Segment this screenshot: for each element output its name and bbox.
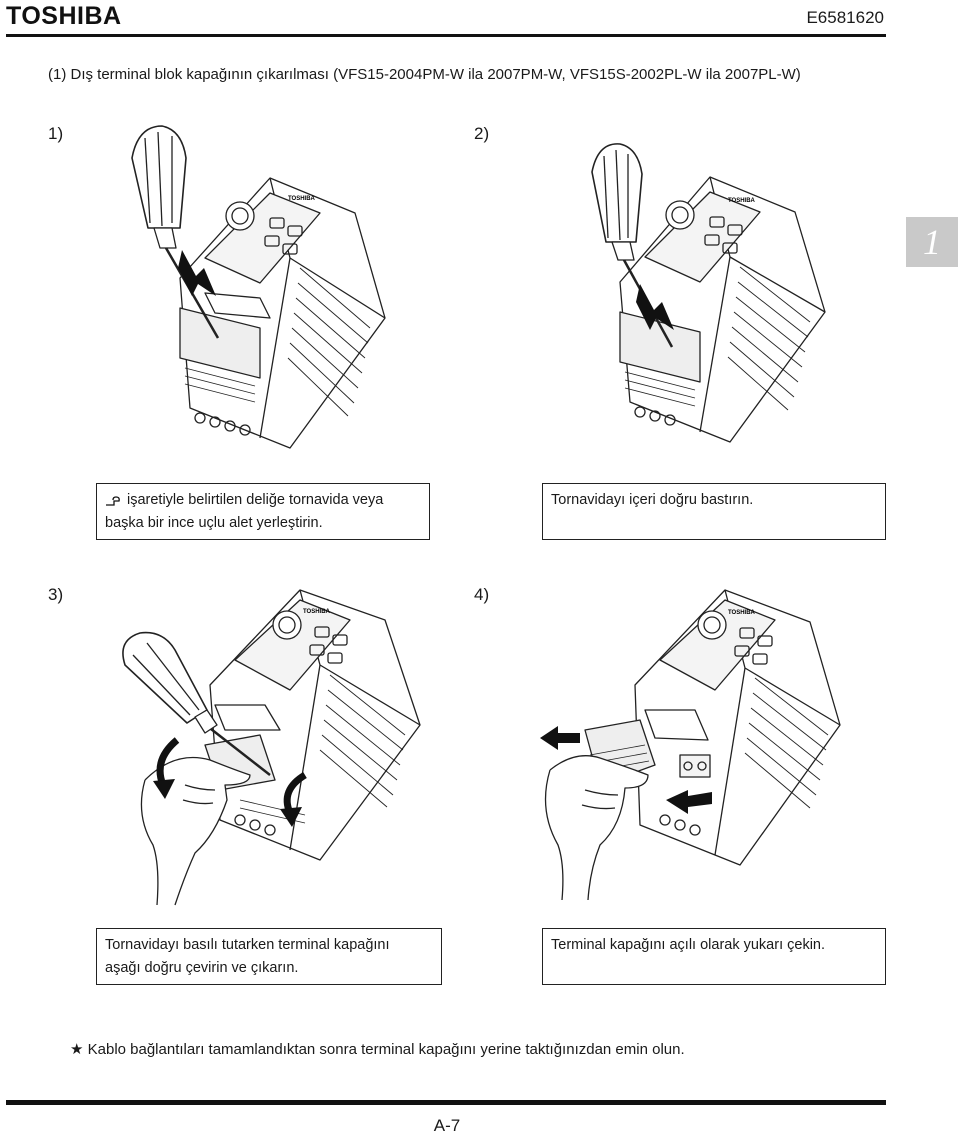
header-rule [6,34,886,37]
step-2-caption-line-1: Tornavidayı içeri doğru bastırın. [551,492,754,508]
device-brand-label: TOSHIBA [728,198,756,204]
completion-note-text: Kablo bağlantıları tamamlandıktan sonra … [87,1041,685,1058]
chapter-tab: 1 [906,217,958,267]
step-2-illustration: TOSHIBA [591,143,826,443]
rotate-arrow-icon [280,807,302,827]
arrow-left-icon [540,726,580,750]
document-id: E6581620 [806,8,884,27]
step-2-number: 2) [474,124,490,143]
step-3-illustration: TOSHIBA [122,589,421,906]
step-1-caption-line-1: işaretiyle belirtilen deliğe tornavida v… [105,489,421,512]
arrow-down-icon [178,250,216,296]
step-3-number: 3) [48,585,64,604]
device-brand-label: TOSHIBA [303,609,331,615]
step-4-caption-line-1: Terminal kapağını açılı olarak yukarı çe… [551,937,826,953]
step-4-caption: Terminal kapağını açılı olarak yukarı çe… [542,928,886,985]
step-3-caption-line-1: Tornavidayı basılı tutarken terminal kap… [105,937,390,953]
toshiba-logo: TOSHIBA [6,2,122,30]
step-1-caption: işaretiyle belirtilen deliğe tornavida v… [96,483,430,540]
footer-rule [6,1100,886,1105]
device-brand-label: TOSHIBA [728,610,756,616]
key-hole-icon [106,496,120,506]
chapter-tab-number: 1 [923,222,941,262]
page-number: A-7 [433,1116,461,1135]
arrow-down-icon [636,284,674,330]
section-title: (1) Dış terminal blok kapağının çıkarılm… [48,66,801,83]
step-2-caption: Tornavidayı içeri doğru bastırın. [542,483,886,540]
step-3-caption-line-2: aşağı doğru çevirin ve çıkarın. [105,960,299,976]
star-icon: ★ [70,1041,84,1058]
step-1-illustration: TOSHIBA [131,125,386,449]
step-1-caption-text-1: işaretiyle belirtilen deliğe tornavida v… [127,492,384,508]
device-brand-label: TOSHIBA [288,196,316,202]
step-4-number: 4) [474,585,490,604]
step-1-number: 1) [48,124,64,143]
step-4-illustration: TOSHIBA [540,589,841,901]
completion-note: ★ Kablo bağlantıları tamamlandıktan sonr… [70,1040,685,1058]
rotate-arrow-icon [153,779,175,799]
arrow-left-icon [666,790,712,814]
step-1-caption-line-2: başka bir ince uçlu alet yerleştirin. [105,515,323,531]
step-3-caption: Tornavidayı basılı tutarken terminal kap… [96,928,442,985]
